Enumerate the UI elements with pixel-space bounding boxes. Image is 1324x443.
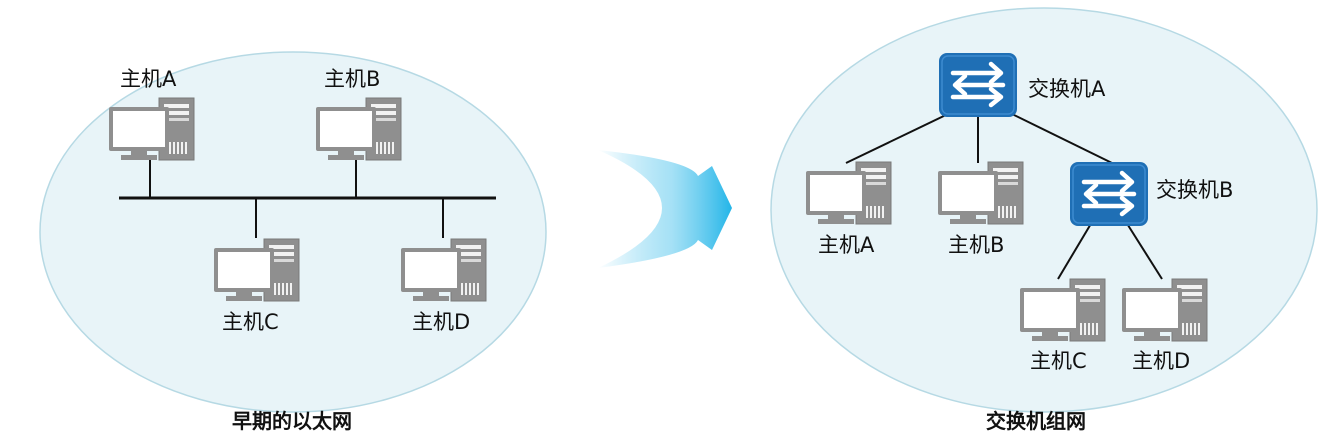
left-host-d-label: 主机D bbox=[412, 310, 470, 334]
right-host-d-computer-icon bbox=[1121, 278, 1208, 342]
right-host-c-computer-icon bbox=[1019, 278, 1106, 342]
switch-a-label: 交换机A bbox=[1028, 77, 1106, 101]
right-host-b-label: 主机B bbox=[948, 233, 1004, 257]
left-host-c-label: 主机C bbox=[222, 310, 279, 334]
link-switch-a-switch-b bbox=[1009, 112, 1113, 164]
left-panel-ellipse bbox=[39, 51, 547, 413]
link-switch-b-host-c bbox=[1057, 221, 1093, 280]
left-panel-caption: 早期的以太网 bbox=[232, 409, 352, 433]
left-host-a-computer-icon bbox=[108, 97, 195, 161]
left-host-c-computer-icon bbox=[213, 238, 300, 302]
link-switch-b-host-d bbox=[1125, 221, 1163, 280]
link-switch-a-host-a bbox=[845, 112, 951, 164]
right-host-d-label: 主机D bbox=[1132, 349, 1190, 373]
right-host-b-computer-icon bbox=[937, 161, 1024, 225]
switch-b-icon bbox=[1070, 162, 1148, 226]
right-panel-caption: 交换机组网 bbox=[986, 409, 1086, 433]
switch-b-label: 交换机B bbox=[1156, 178, 1233, 202]
left-host-a-label: 主机A bbox=[120, 67, 177, 91]
right-host-c-label: 主机C bbox=[1030, 349, 1087, 373]
right-host-a-computer-icon bbox=[805, 161, 892, 225]
left-host-b-label: 主机B bbox=[324, 67, 380, 91]
right-arrow-icon bbox=[598, 150, 732, 268]
switch-a-icon bbox=[939, 53, 1017, 117]
left-host-b-computer-icon bbox=[315, 97, 402, 161]
left-host-d-computer-icon bbox=[400, 238, 487, 302]
right-host-a-label: 主机A bbox=[818, 233, 875, 257]
